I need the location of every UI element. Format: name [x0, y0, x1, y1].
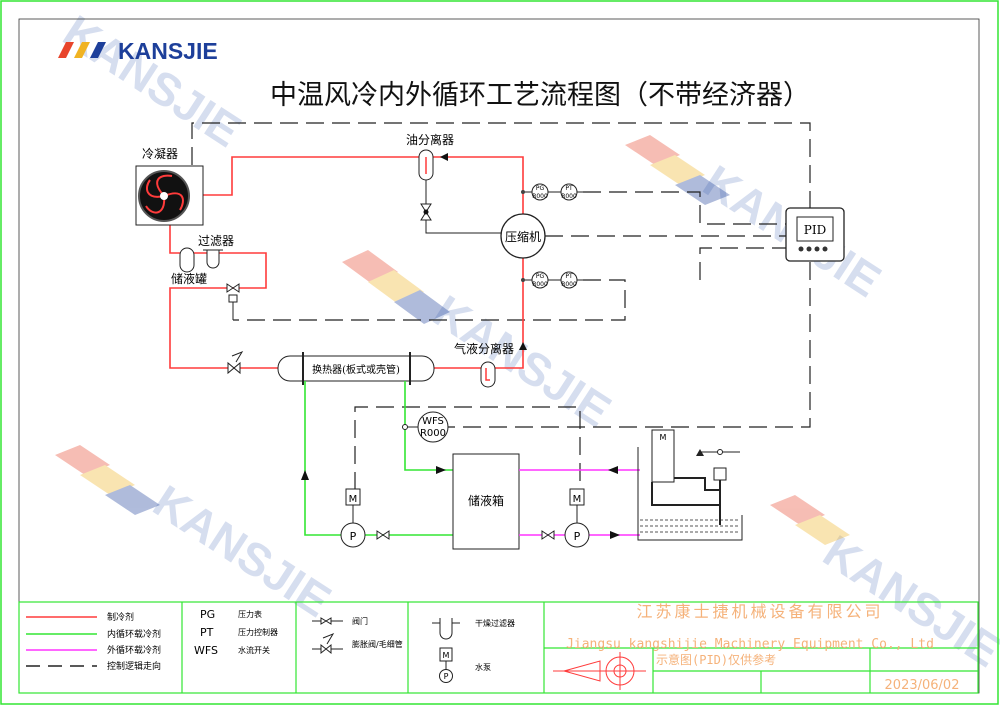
gas-liquid-separator: 气液分离器: [454, 341, 514, 388]
valve-icon: [320, 617, 332, 625]
motor-label: M: [573, 494, 582, 505]
filter-icon: [206, 249, 220, 269]
compressor: 压缩机: [500, 213, 546, 259]
pg-value: R000: [532, 281, 548, 288]
legend-label: 内循环载冷剂: [107, 628, 161, 640]
pt-label: PT: [565, 185, 573, 192]
legend-abbreviations: PG 压力表 PT 压力控制器 WFS 水流开关: [194, 608, 278, 657]
legend-frame: [18, 601, 979, 694]
compressor-label: 压缩机: [505, 229, 541, 244]
expansion-valve-icon: [320, 643, 332, 655]
wfs-label: WFS: [422, 416, 444, 427]
water-flow-switch: WFS R000: [402, 411, 449, 443]
receiver-label: 储液罐: [171, 271, 207, 286]
heat-exchanger: 换热器(板式或壳管): [277, 352, 435, 385]
legend-valves: 阀门 膨胀阀/毛细管: [312, 616, 403, 655]
pump-label: P: [444, 672, 449, 681]
abbr-code: PG: [200, 608, 215, 621]
legend-label: 水泵: [475, 662, 491, 672]
gas-liquid-separator-label: 气液分离器: [454, 341, 514, 356]
motor-label: M: [443, 651, 450, 660]
oil-separator: 油分离器: [406, 132, 501, 234]
wfs-value: R000: [420, 428, 446, 439]
title-block: 江苏康士捷机械设备有限公司 Jiangsu kangshijie Machine…: [553, 602, 959, 693]
pg-gauge-label: PG: [536, 185, 545, 192]
abbr-meaning: 压力表: [238, 609, 262, 619]
dryer-filter-icon: [439, 618, 453, 640]
expansion-valve-icon: [227, 350, 244, 375]
legend-label: 控制逻辑走向: [107, 660, 161, 672]
tank-label: 储液箱: [468, 493, 504, 508]
inner-loop-lines: [304, 381, 453, 536]
tank: [452, 453, 520, 550]
projection-symbol-icon: [553, 652, 646, 690]
pt-value: R000: [561, 193, 577, 200]
pg-value: R000: [532, 193, 548, 200]
motor-label: M: [660, 433, 667, 442]
watermark-stripes: [55, 135, 850, 545]
drawing-note: 示意图(PID)仅供参考: [656, 652, 776, 667]
refrigerant-lines: [169, 156, 524, 369]
pg-gauge-label: PG: [536, 273, 545, 280]
watermark: KANSJIE: [55, 5, 251, 157]
abbr-code: WFS: [194, 644, 218, 657]
page-title: 中温风冷内外循环工艺流程图（不带经济器）: [270, 80, 810, 111]
watermark: KANSJIE: [145, 475, 341, 627]
watermark: KANSJIE: [815, 525, 1000, 677]
valve-icon: [376, 530, 390, 540]
receiver-filter: 储液罐 过滤器: [171, 234, 240, 320]
legend-label: 阀门: [352, 616, 368, 626]
heat-exchanger-label: 换热器(板式或壳管): [312, 363, 400, 376]
pt-value: R000: [561, 281, 577, 288]
company-name-cn: 江苏康士捷机械设备有限公司: [636, 602, 883, 621]
motor-label: M: [349, 494, 358, 505]
abbr-code: PT: [200, 626, 214, 639]
pump-outer: M P: [541, 488, 590, 548]
abbr-meaning: 压力控制器: [238, 627, 278, 637]
pt-label: PT: [565, 273, 573, 280]
pump-label: P: [574, 530, 581, 543]
drawing-date: 2023/06/02: [885, 678, 960, 693]
abbr-meaning: 水流开关: [238, 645, 270, 655]
legend-label: 制冷剂: [107, 611, 134, 623]
logo-text: KANSJIE: [118, 38, 218, 64]
company-name-en: Jiangsu kangshijie Machinery Equipment C…: [566, 637, 934, 652]
solenoid-valve-icon: [226, 283, 240, 293]
oil-separator-label: 油分离器: [406, 132, 454, 147]
process-tank: M: [637, 429, 743, 541]
pump-label: P: [350, 530, 357, 543]
logo: KANSJIE: [58, 38, 218, 64]
valve-icon: [541, 530, 555, 540]
pid-label: PID: [804, 223, 826, 237]
legend-label: 外循环载冷剂: [107, 644, 161, 656]
legend-label: 干燥过滤器: [475, 618, 515, 628]
condenser-label: 冷凝器: [142, 146, 178, 161]
legend-lines: 制冷剂 内循环载冷剂 外循环载冷剂 控制逻辑走向: [26, 611, 161, 672]
control-lines: [191, 122, 811, 490]
flow-arrow-icon: [519, 342, 527, 350]
filter-label: 过滤器: [198, 234, 234, 248]
legend-equipment: 干燥过滤器 M P 水泵: [432, 618, 515, 683]
pump-inner: M P: [340, 488, 390, 548]
condenser: 冷凝器: [135, 146, 204, 226]
legend-label: 膨胀阀/毛细管: [352, 639, 403, 649]
pid-controller: PID: [785, 207, 845, 262]
